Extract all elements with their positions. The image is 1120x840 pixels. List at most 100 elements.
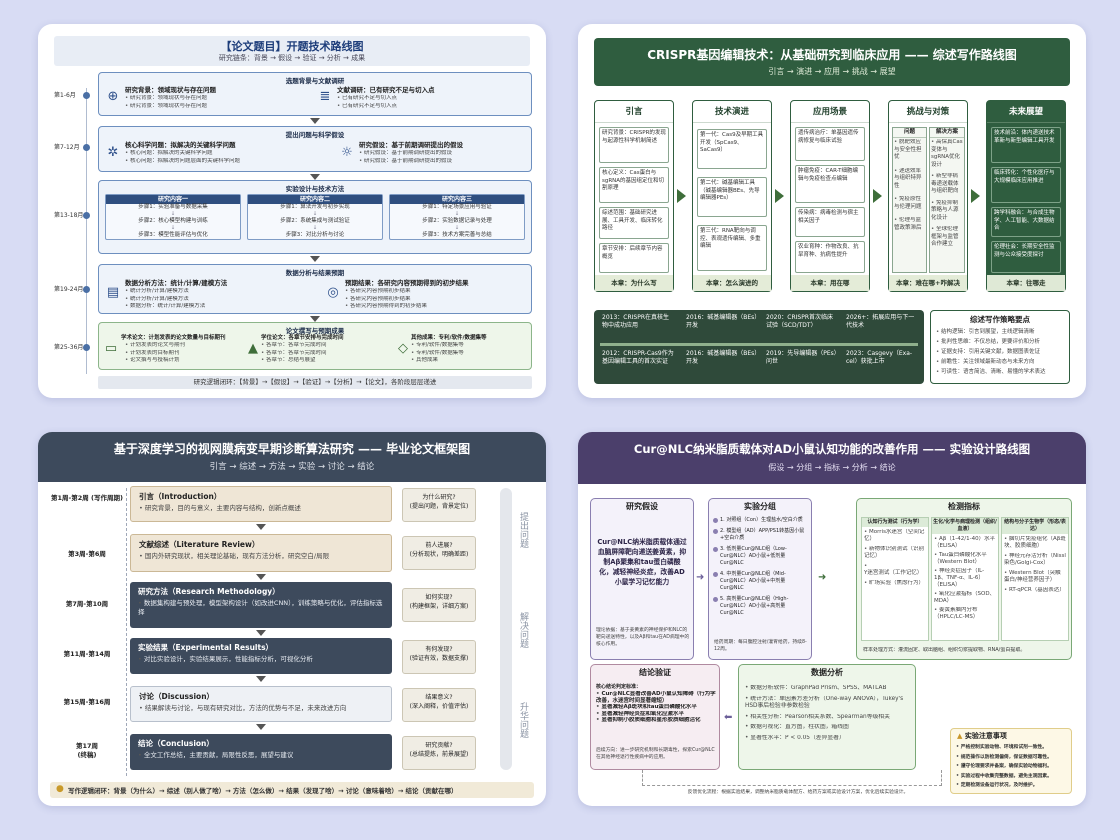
c2-event: 2023：Casgevy（Exa-cel）获批上市 <box>846 350 913 365</box>
c4-subtitle: 假设 → 分组 → 指标 → 分析 → 结论 <box>768 463 896 472</box>
c2-item: 核心定义：Cas蛋白与sgRNA的基因组定位和切割原理 <box>599 167 669 203</box>
list-item: 研究假设：基于前期调研提出的假设 <box>359 150 529 158</box>
c1-rc-step: 步骤1：实验准备与数据采集 <box>138 204 208 210</box>
list-item: 神经炎症因子（IL-1β、TNF-α、IL-6）（ELISA） <box>934 568 996 589</box>
c1-s2-title: 提出问题与科学假设 <box>285 131 345 139</box>
c3-question: 研究贡献? (总结提炼，前景展望) <box>402 736 476 770</box>
c3-side-label: 解决问题 <box>518 612 528 648</box>
c1-stage-dot <box>83 144 90 151</box>
arrow-down-icon <box>256 524 266 530</box>
c4-hypothesis: 研究假设 Cur@NLC纳米脂质载体通过血脑屏障靶向递送姜黄素，抑制Aβ聚集和t… <box>590 498 694 660</box>
c1-rc-step: 步骤1：特定场景应用与验证 <box>422 204 492 210</box>
c2-strategy: 综述写作策略要点 结构逻辑：引言到展望，主线逻辑清晰批判性思维：不仅总结，更要评… <box>930 310 1070 384</box>
c2-col-head: 未来展望 <box>987 101 1065 123</box>
c2-title: CRISPR基因编辑技术：从基础研究到临床应用 —— 综述写作路线图 <box>647 48 1017 62</box>
list-item: 各研究内容预期得到的初步结果 <box>345 303 529 311</box>
card-crispr-review: CRISPR基因编辑技术：从基础研究到临床应用 —— 综述写作路线图 引言 → … <box>578 24 1086 398</box>
list-item: 新型非病毒递送载体与组织靶向 <box>931 173 963 196</box>
c4-group: 3. 低剂量Cur@NLC组（Low-Cur@NLC）AD小鼠+低剂量Cur@N… <box>720 546 787 566</box>
card-experiment-design: Cur@NLC纳米脂质载体对AD小鼠认知功能的改善作用 —— 实验设计路线图 假… <box>578 432 1086 806</box>
c3-week: 第11周-第14周 <box>63 650 111 658</box>
c3-question: 前人进展? (分析现状，明确差距) <box>402 536 476 570</box>
c2-solutions: 解决方案 高保真Cas变体与sgRNA优化设计新型非病毒递送载体与组织靶向免疫抑… <box>929 127 965 273</box>
c3-row-title: 讨论（Discussion） <box>139 692 215 701</box>
c1-s3-title: 实验设计与技术方法 <box>285 185 345 193</box>
list-item: 研究假设：基于前期调研提出的假设 <box>359 158 529 166</box>
patent-icon: ◇ <box>398 341 408 356</box>
list-item: 新物体识别测试（识别记忆） <box>864 546 926 560</box>
list-item: 3. 低剂量Cur@NLC组（Low-Cur@NLC）AD小鼠+低剂量Cur@N… <box>713 546 807 567</box>
list-item: 显著抑制小胶质细胞和星形胶质细胞活化 <box>596 717 716 724</box>
list-item: Tau蛋白磷酸化水平（Western Blot） <box>934 552 996 566</box>
c3-row-desc: 数据集构建与预处理，模型架构设计（如改进CNN），训练策略与优化，评估指标选择 <box>138 599 386 617</box>
list-item: 5. 高剂量Cur@NLC组（High-Cur@NLC）AD小鼠+高剂量Cur@… <box>713 596 807 617</box>
c2-item: 第一代：Cas9及早期工具开发（SpCas9、SaCas9） <box>697 129 767 169</box>
network-icon: ✲ <box>107 145 119 160</box>
c1-rc-arrow: ↓ <box>312 225 318 231</box>
list-item: 显著减轻神经炎症和氧化应激水平 <box>596 711 716 718</box>
list-item: Morris水迷宫（空间记忆） <box>864 529 926 543</box>
c1-stage-dot <box>83 286 90 293</box>
c4-ind-head: 检测指标 <box>948 502 980 511</box>
c1-s4-title: 数据分析与结果预期 <box>285 269 345 277</box>
c2-event: 2019：先导编辑器（PEs）问世 <box>766 350 837 365</box>
c2-timeline: 2013：CRISPR在真核生物中成功应用 2016：碱基编辑器（BEs）开发 … <box>594 310 924 384</box>
c2-event: 2016：碱基编辑器（BEs）开发 <box>686 350 758 365</box>
list-item: 各研究内容预期初步结果 <box>345 288 529 296</box>
c4-feedback: 反馈优化流程：根据实验结果，调整纳米脂质载体配方、给药方案或实验设计方案，优化后… <box>687 790 909 795</box>
list-item: 已有研究不足与切入点 <box>337 95 527 103</box>
c4-group: 1. 对照组（Con）生理盐水/空白介质 <box>720 517 803 523</box>
list-item: 神经元存活分析（Nissl染色/Golgi-Cox） <box>1004 553 1066 567</box>
c4-grp-head: 实验分组 <box>744 502 776 511</box>
c1-subtitle: 研究链条：背景 → 假设 → 验证 → 分析 → 成果 <box>218 54 366 62</box>
c2-item: 研究背景：CRISPR的发现与起源性科学机制简述 <box>599 127 669 163</box>
c4-ind-behavior: 认知行为测试（行为学） Morris水迷宫（空间记忆）新物体识别测试（识别记忆）… <box>861 517 929 641</box>
c3-row-title: 实验结果（Experimental Results） <box>138 643 274 652</box>
list-item: 1. 对照组（Con）生理盐水/空白介质 <box>713 517 807 524</box>
list-item: 核心问题：拟解决的问题层面的关键科学问题 <box>125 158 315 166</box>
c3-row-desc: 研究背景，目的与意义，主要内容与结构，创新点概述 <box>139 504 301 513</box>
list-item: 前瞻性：关注领域最新动态与未来方向 <box>936 357 1064 367</box>
list-item: 实验过程中收集完整数据，避免主观因素。 <box>956 772 1070 782</box>
c1-section-hypothesis: 提出问题与科学假设 ✲ 核心科学问题：拟解决的关键科学问题 核心问题：拟解决的关… <box>98 126 532 172</box>
list-item: 各章节：总结与展望 <box>261 357 393 365</box>
c3-week: 第17周 (终稿) <box>75 742 99 759</box>
c3-row-discussion: 讨论（Discussion） 结果解读与讨论，与现有研究对比，方法的优势与不足，… <box>130 686 392 722</box>
c3-row-title: 文献综述（Literature Review） <box>139 540 260 549</box>
c3-header: 基于深度学习的视网膜病变早期诊断算法研究 —— 毕业论文框架图 引言 → 综述 … <box>38 432 546 482</box>
dot-icon <box>713 518 718 523</box>
c1-s1-title: 选题背景与文献调研 <box>285 77 345 85</box>
c1-rc-head: 研究内容二 <box>248 195 382 204</box>
c3-footer: 写作逻辑闭环：背景（为什么）→ 综述（别人做了啥）→ 方法（怎么做）→ 结果（发… <box>68 787 458 795</box>
list-item: 递送效率与组织特异性 <box>894 168 925 191</box>
c1-rc-step: 步骤2：实验数据记录与处理 <box>422 218 492 224</box>
list-item: Western Blot（突触蛋白/神经营养因子） <box>1004 570 1066 584</box>
c2-col-intro: 引言 研究背景：CRISPR的发现与起源性科学机制简述 核心定义：Cas蛋白与s… <box>594 100 674 292</box>
c2-event: 2026+：拓展应用与下一代技术 <box>846 314 915 329</box>
c1-rc-step: 步骤1：算法开发与初步实现 <box>280 204 350 210</box>
dot-icon <box>713 547 718 552</box>
c4-feedback-loop <box>642 770 942 786</box>
c4-ind-molecular: 结构与分子生物学（形态/表达） 脑切片免疫组化（Aβ斑块、胶质细胞）神经元存活分… <box>1001 517 1069 641</box>
arrow-right-icon <box>775 189 784 203</box>
dot-icon <box>713 572 718 577</box>
list-item: 免疫原性与伦理问题 <box>894 196 925 211</box>
c4-ana-head: 数据分析 <box>811 668 843 677</box>
c3-week: 第15周-第16周 <box>63 698 111 706</box>
c4-group-list: 1. 对照组（Con）生理盐水/空白介质 2. 模型组（AD）APP/PS1转基… <box>713 517 807 621</box>
c4-ind-note: 样本处理方式：灌流固定、取出脑组、组织匀浆提取物、RNA/蛋白提取。 <box>863 647 1026 653</box>
target-icon: ◎ <box>327 285 339 300</box>
arrow-right-icon: ➜ <box>818 572 827 583</box>
c1-research-content-1: 研究内容一 步骤1：实验准备与数据采集 ↓ 步骤2：核心模型构建与训练 ↓ 步骤… <box>105 194 241 240</box>
c1-stage-4: 第19-24月 <box>54 286 84 293</box>
c3-side-track <box>500 488 512 770</box>
c3-side-label: 升华问题 <box>518 702 528 738</box>
c1-stage-dot <box>83 344 90 351</box>
c1-section-background: 选题背景与文献调研 ⊕ 研究背景：领域现状与存在问题 研究背景：领域现状与存在问… <box>98 72 532 116</box>
c2-item: 第二代：碱基编辑工具（碱基编辑器BEs、先导编辑器PEs） <box>697 177 767 217</box>
list-item: 各章节：各章节完成时间 <box>261 342 393 350</box>
c4-att-title: 实验注意事项 <box>964 732 1007 740</box>
list-item: 遵守伦理要求并备案，确保实验动物福利。 <box>956 762 1070 772</box>
c1-stage-1: 第1-6月 <box>54 92 76 99</box>
list-item: 计划发表的论文与期刊 <box>125 342 247 350</box>
